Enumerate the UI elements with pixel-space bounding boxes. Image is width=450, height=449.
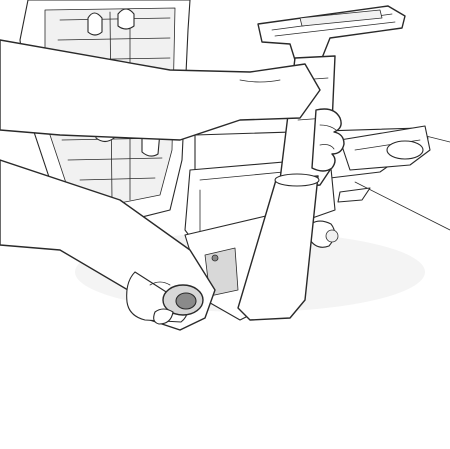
caster-wheel [153, 284, 204, 325]
armrest [237, 5, 406, 321]
left-arm [0, 39, 321, 141]
right-hand [311, 108, 345, 172]
